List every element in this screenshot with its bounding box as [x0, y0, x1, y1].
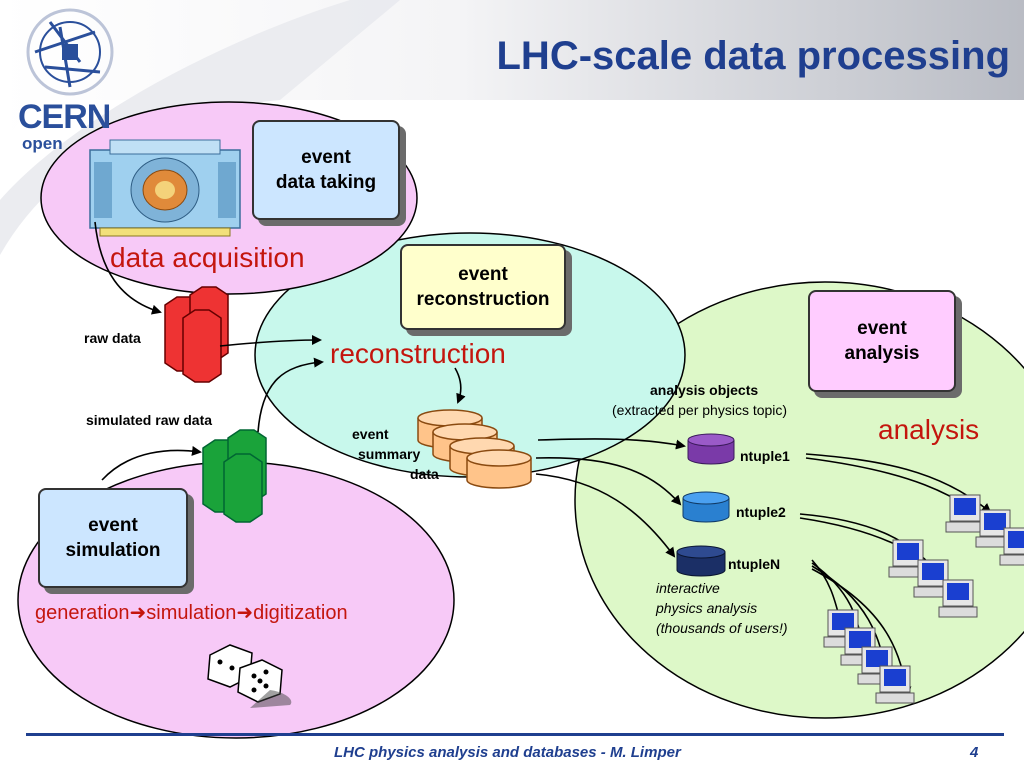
- simulation-chain-label: generation➜simulation➜digitization: [35, 600, 348, 625]
- header-swoosh: [0, 0, 400, 255]
- arrow-right-icon: ➜: [236, 602, 254, 624]
- interactive-label-2: physics analysis: [656, 600, 758, 616]
- event-simulation-box: event simulation: [38, 488, 188, 588]
- box-line: analysis: [844, 343, 920, 364]
- box-line: event: [458, 264, 508, 285]
- esd-label-2: summary: [358, 446, 421, 462]
- box-line: event: [857, 318, 907, 339]
- box-line: data taking: [275, 172, 377, 193]
- generation-label: generation: [35, 602, 130, 624]
- cern-logo-icon: [26, 8, 114, 96]
- dice-icon: [207, 644, 292, 708]
- footer-text: LHC physics analysis and databases - M. …: [334, 744, 681, 761]
- simulated-data-icon: [202, 429, 267, 523]
- ntuple1-icon: [687, 433, 735, 465]
- box-line: event: [88, 515, 138, 536]
- interactive-label-1: interactive: [656, 580, 720, 596]
- ntuple1-label: ntuple1: [740, 448, 790, 464]
- box-line: event: [301, 147, 351, 168]
- digitization-label: digitization: [253, 602, 348, 624]
- event-analysis-box: event analysis: [808, 290, 956, 392]
- data-acquisition-label: data acquisition: [110, 242, 305, 273]
- analysis-objects-label: analysis objects: [650, 382, 759, 398]
- esd-cylinders: [417, 409, 532, 489]
- raw-data-label: raw data: [84, 330, 141, 346]
- cern-logo-text: CERN: [18, 98, 111, 136]
- footer-rule: [26, 733, 1004, 736]
- box-line: reconstruction: [416, 289, 550, 310]
- esd-label-1: event: [352, 426, 389, 442]
- detector-icon: [89, 139, 241, 237]
- simulated-raw-data-label: simulated raw data: [86, 412, 213, 428]
- analysis-label: analysis: [878, 414, 980, 445]
- cern-logo-subtext: open: [22, 134, 63, 153]
- box-line: simulation: [65, 540, 161, 561]
- arrow-right-icon: ➜: [129, 602, 147, 624]
- interactive-label-3: (thousands of users!): [656, 620, 788, 636]
- page-number: 4: [970, 744, 979, 761]
- ntupleN-icon: [676, 545, 726, 577]
- computer-icon: [823, 494, 1024, 704]
- ntuple2-label: ntuple2: [736, 504, 786, 520]
- simulation-label: simulation: [146, 602, 237, 624]
- page-title: LHC-scale data processing: [496, 34, 1011, 78]
- event-data-taking-box: event data taking: [252, 120, 400, 220]
- reconstruction-label: reconstruction: [330, 338, 506, 369]
- event-reconstruction-box: event reconstruction: [400, 244, 566, 330]
- ntupleN-label: ntupleN: [728, 556, 781, 572]
- esd-label-3: data: [410, 466, 439, 482]
- ntuple2-icon: [682, 491, 730, 523]
- raw-data-icon: [164, 286, 229, 383]
- extracted-label: (extracted per physics topic): [612, 402, 788, 418]
